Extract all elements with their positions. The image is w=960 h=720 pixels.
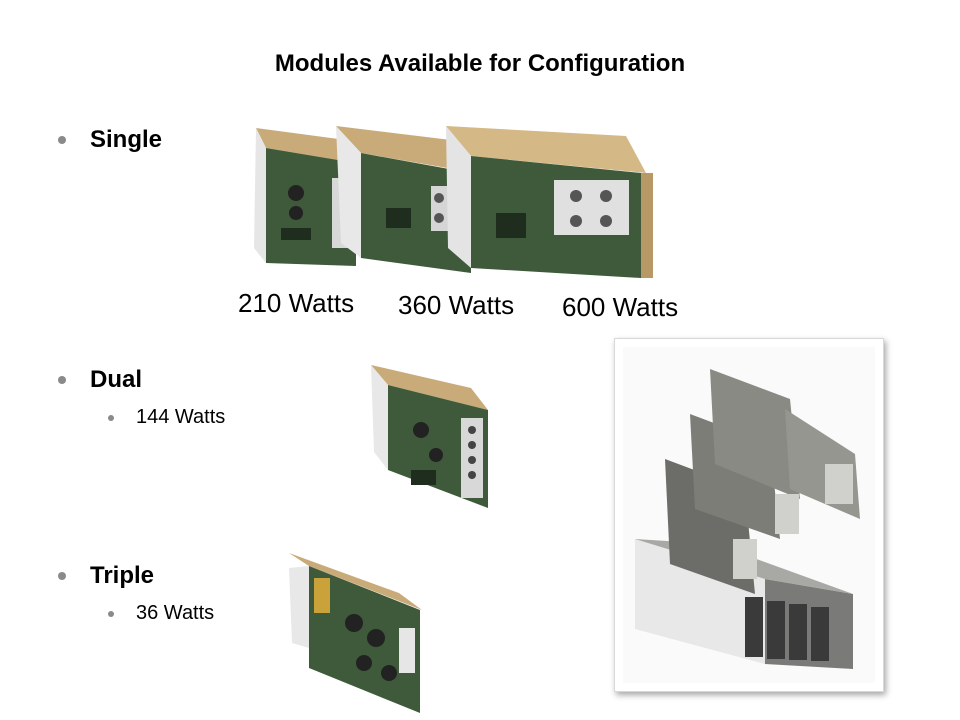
sub-bullet-triple: 36 Watts — [108, 602, 214, 625]
bullet-dual: Dual — [58, 366, 142, 394]
sub-bullet-dot — [108, 414, 114, 421]
bullet-triple: Triple — [58, 562, 154, 590]
single-modules-image — [254, 126, 653, 278]
bullet-dot — [58, 136, 66, 144]
sub-bullet-dual: 144 Watts — [108, 406, 225, 429]
bullet-single-label: Single — [90, 126, 163, 153]
page-title: Modules Available for Configuration — [274, 50, 686, 77]
bullet-dot — [58, 376, 66, 384]
triple-module-image — [289, 553, 422, 713]
assembled-supply-photo — [614, 338, 884, 692]
watts-360: 360 Watts — [398, 290, 515, 320]
sub-bullet-dot — [108, 610, 114, 617]
watts-210: 210 Watts — [238, 288, 355, 318]
triple-watts: 36 Watts — [136, 602, 215, 624]
module-600w — [446, 126, 653, 278]
bullet-dot — [58, 572, 66, 580]
bullet-triple-label: Triple — [90, 562, 155, 589]
dual-module-image — [371, 365, 488, 508]
watts-600: 600 Watts — [562, 292, 679, 322]
dual-watts: 144 Watts — [136, 406, 226, 428]
bullet-single: Single — [58, 126, 162, 154]
assembled-supply-image — [623, 347, 875, 683]
bullet-dual-label: Dual — [90, 366, 143, 393]
